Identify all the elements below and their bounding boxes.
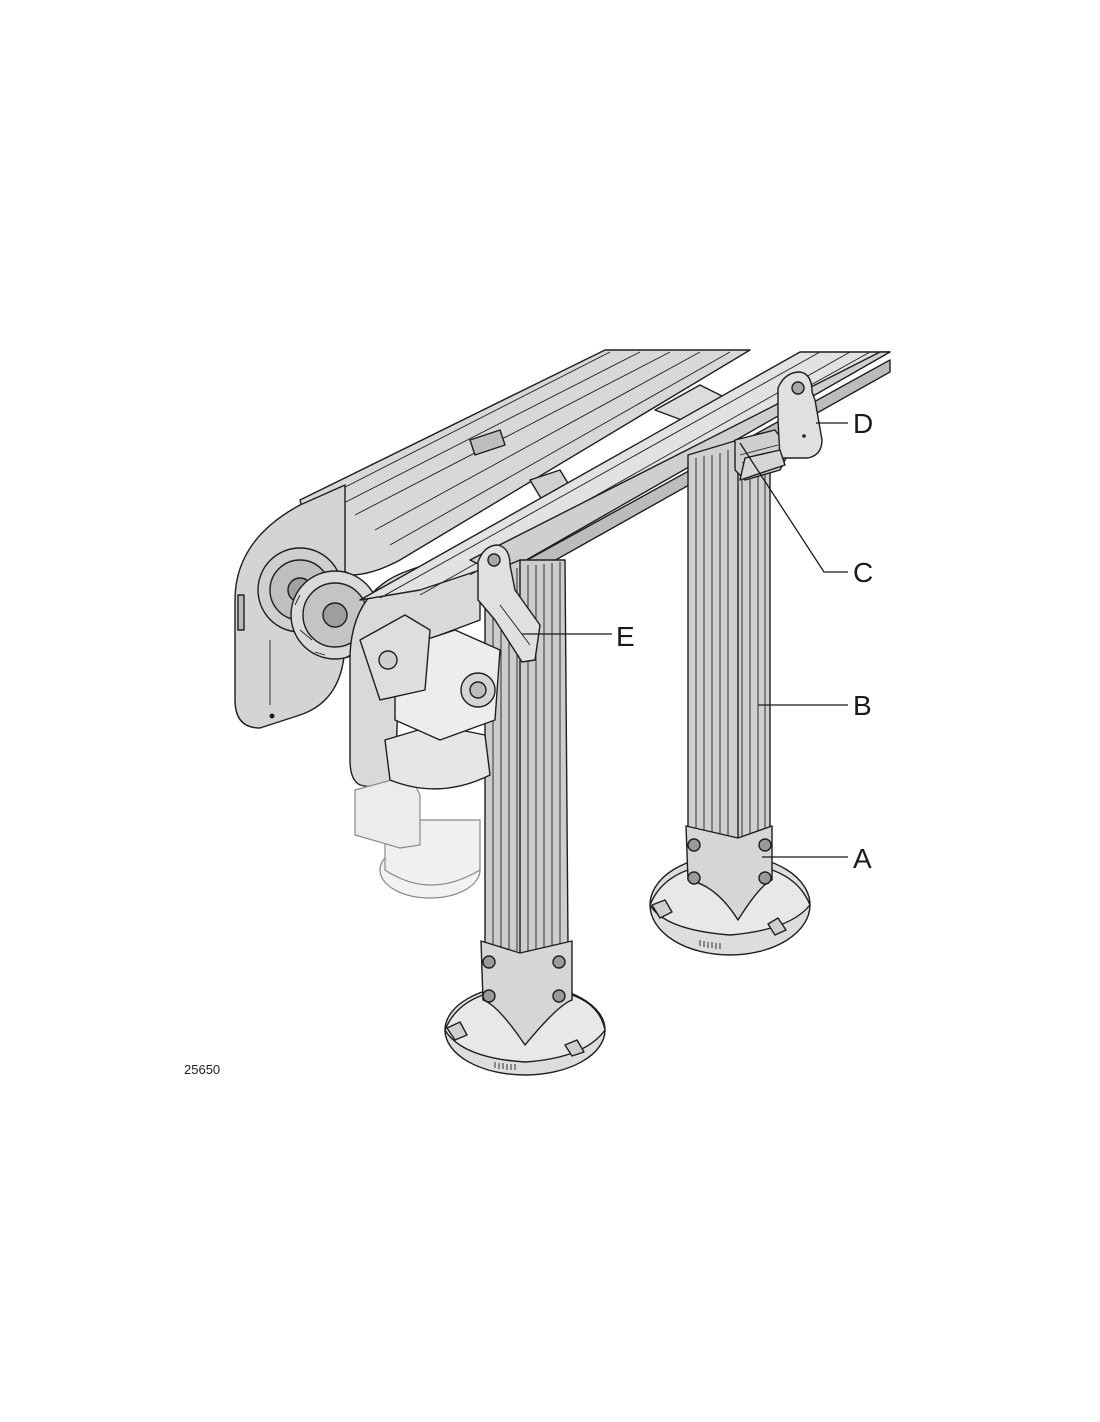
callout-b-group: B xyxy=(758,690,872,721)
callout-label-b: B xyxy=(853,690,872,721)
callout-d-group: D xyxy=(816,408,873,439)
support-leg-b xyxy=(687,439,771,841)
foot-plate-front xyxy=(444,940,606,1076)
bracket-d xyxy=(739,371,823,481)
bracket-e xyxy=(477,544,541,663)
drive-motor xyxy=(354,614,501,899)
foot-plate-a xyxy=(649,825,811,956)
callout-c-group: C xyxy=(739,442,873,588)
leader-line-c xyxy=(739,442,848,573)
callout-label-c: C xyxy=(853,557,873,588)
callout-e-group: E xyxy=(522,621,635,652)
callout-label-e: E xyxy=(616,621,635,652)
callout-label-d: D xyxy=(853,408,873,439)
callout-label-a: A xyxy=(853,843,872,874)
callout-a-group: A xyxy=(762,843,872,874)
figure-number: 25650 xyxy=(184,1062,220,1077)
back-conveyor-rail xyxy=(299,349,751,576)
